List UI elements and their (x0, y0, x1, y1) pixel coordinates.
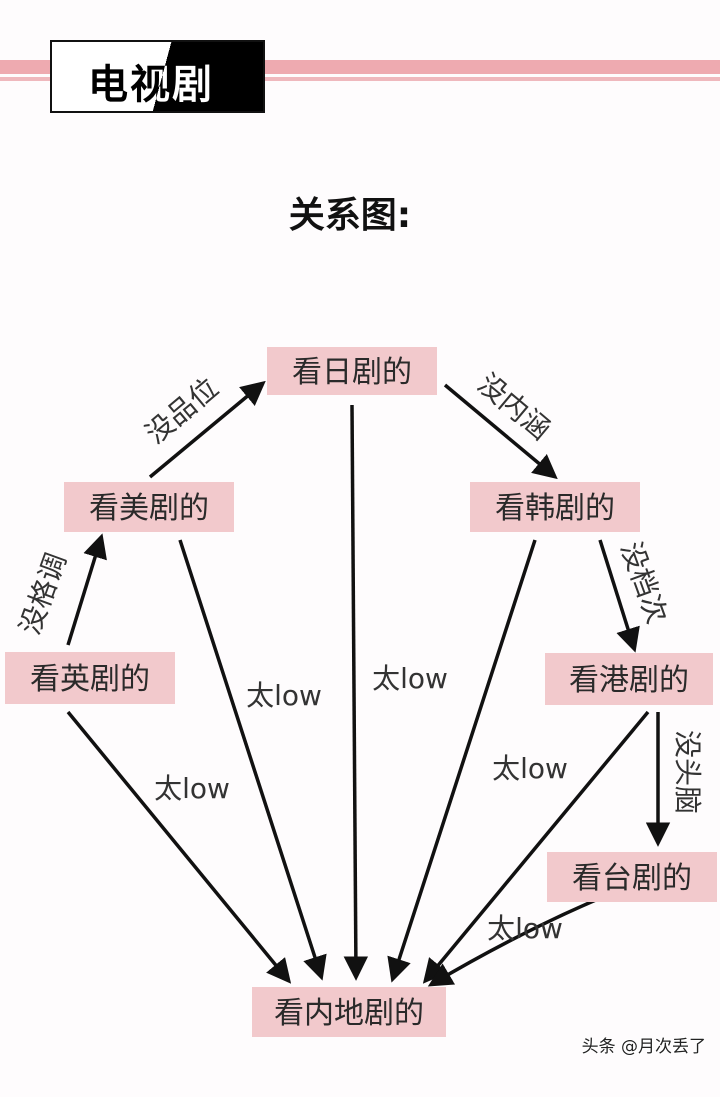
edge-us-japan (148, 380, 266, 479)
edge-uk-us (66, 533, 107, 646)
edge-uk-mainland (66, 710, 292, 984)
node-label-uk: 看英剧的 (30, 662, 150, 697)
node-tw (547, 852, 717, 902)
node-label-us: 看美剧的 (89, 491, 209, 526)
header-title: 电视剧 (88, 62, 214, 108)
diagram-title: 关系图: (289, 195, 411, 236)
edge-hk-mainland (422, 710, 650, 984)
edge-label: 没内涵 (471, 367, 557, 446)
edge-label: 太low (487, 912, 563, 945)
node-us (64, 482, 234, 532)
edge-us-mainland (178, 539, 327, 981)
node-label-tw: 看台剧的 (572, 861, 692, 896)
edge-japan-mainland (343, 404, 369, 981)
edge-label: 没头脑 (671, 730, 704, 814)
header-title-box: 电视剧 (50, 40, 265, 113)
watermark: 头条 @月次丢了 (581, 1037, 706, 1057)
edge-korea-hk (598, 539, 640, 653)
edge-label: 太low (154, 772, 230, 805)
edge-label: 太low (492, 752, 568, 785)
node-hk (545, 653, 713, 705)
edge-label: 没格调 (13, 549, 73, 639)
node-label-hk: 看港剧的 (569, 663, 689, 698)
node-korea (470, 482, 640, 532)
header-band-thin (0, 77, 720, 81)
node-label-japan: 看日剧的 (292, 355, 412, 390)
edge-label: 太low (246, 679, 322, 712)
edge-label: 没品位 (139, 371, 225, 450)
node-uk (5, 652, 175, 704)
edge-japan-korea (443, 383, 558, 480)
node-label-korea: 看韩剧的 (495, 491, 615, 526)
node-label-mainland: 看内地剧的 (274, 996, 424, 1031)
node-japan (267, 347, 437, 395)
edge-label: 太low (372, 662, 448, 695)
edge-korea-mainland (387, 539, 537, 983)
node-mainland (252, 987, 446, 1037)
